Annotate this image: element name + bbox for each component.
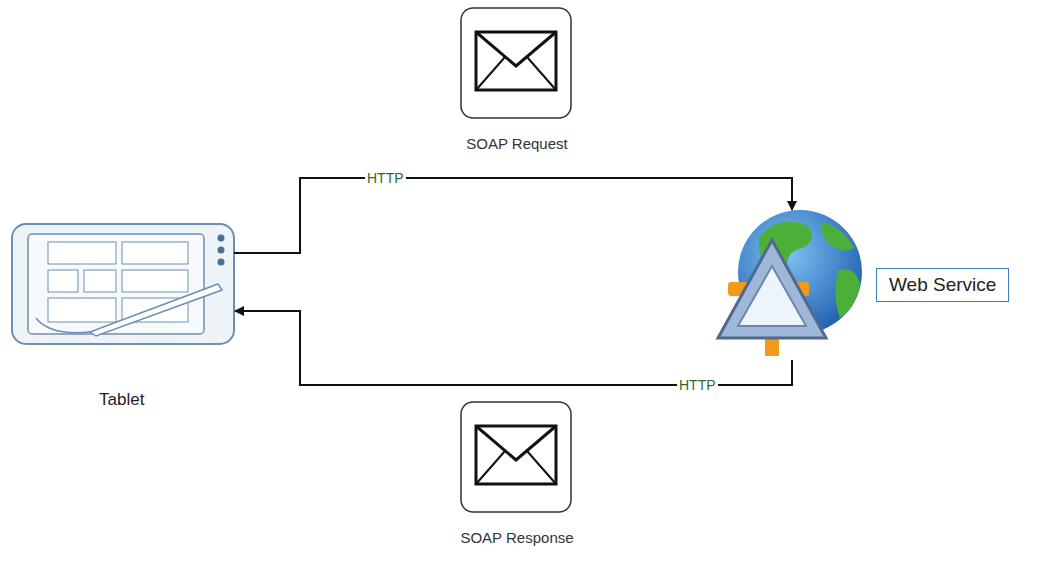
- envelope-icon: [461, 402, 571, 512]
- device-label: Tablet: [99, 390, 144, 410]
- tablet-icon: [12, 224, 234, 344]
- icon-caption: SOAP Request: [452, 134, 582, 154]
- http-connector: [235, 311, 792, 385]
- node-box: Tablet: [12, 224, 234, 344]
- edge-label: HTTP: [677, 377, 718, 393]
- service-label: Web Service: [876, 268, 1009, 302]
- http-connector: [234, 178, 792, 253]
- envelope-icon: [461, 8, 571, 118]
- edge-label: HTTP: [365, 170, 406, 186]
- globe-icon: [718, 210, 862, 356]
- node-box: Web Service: [718, 210, 1036, 360]
- icon-caption: SOAP Response: [452, 528, 582, 548]
